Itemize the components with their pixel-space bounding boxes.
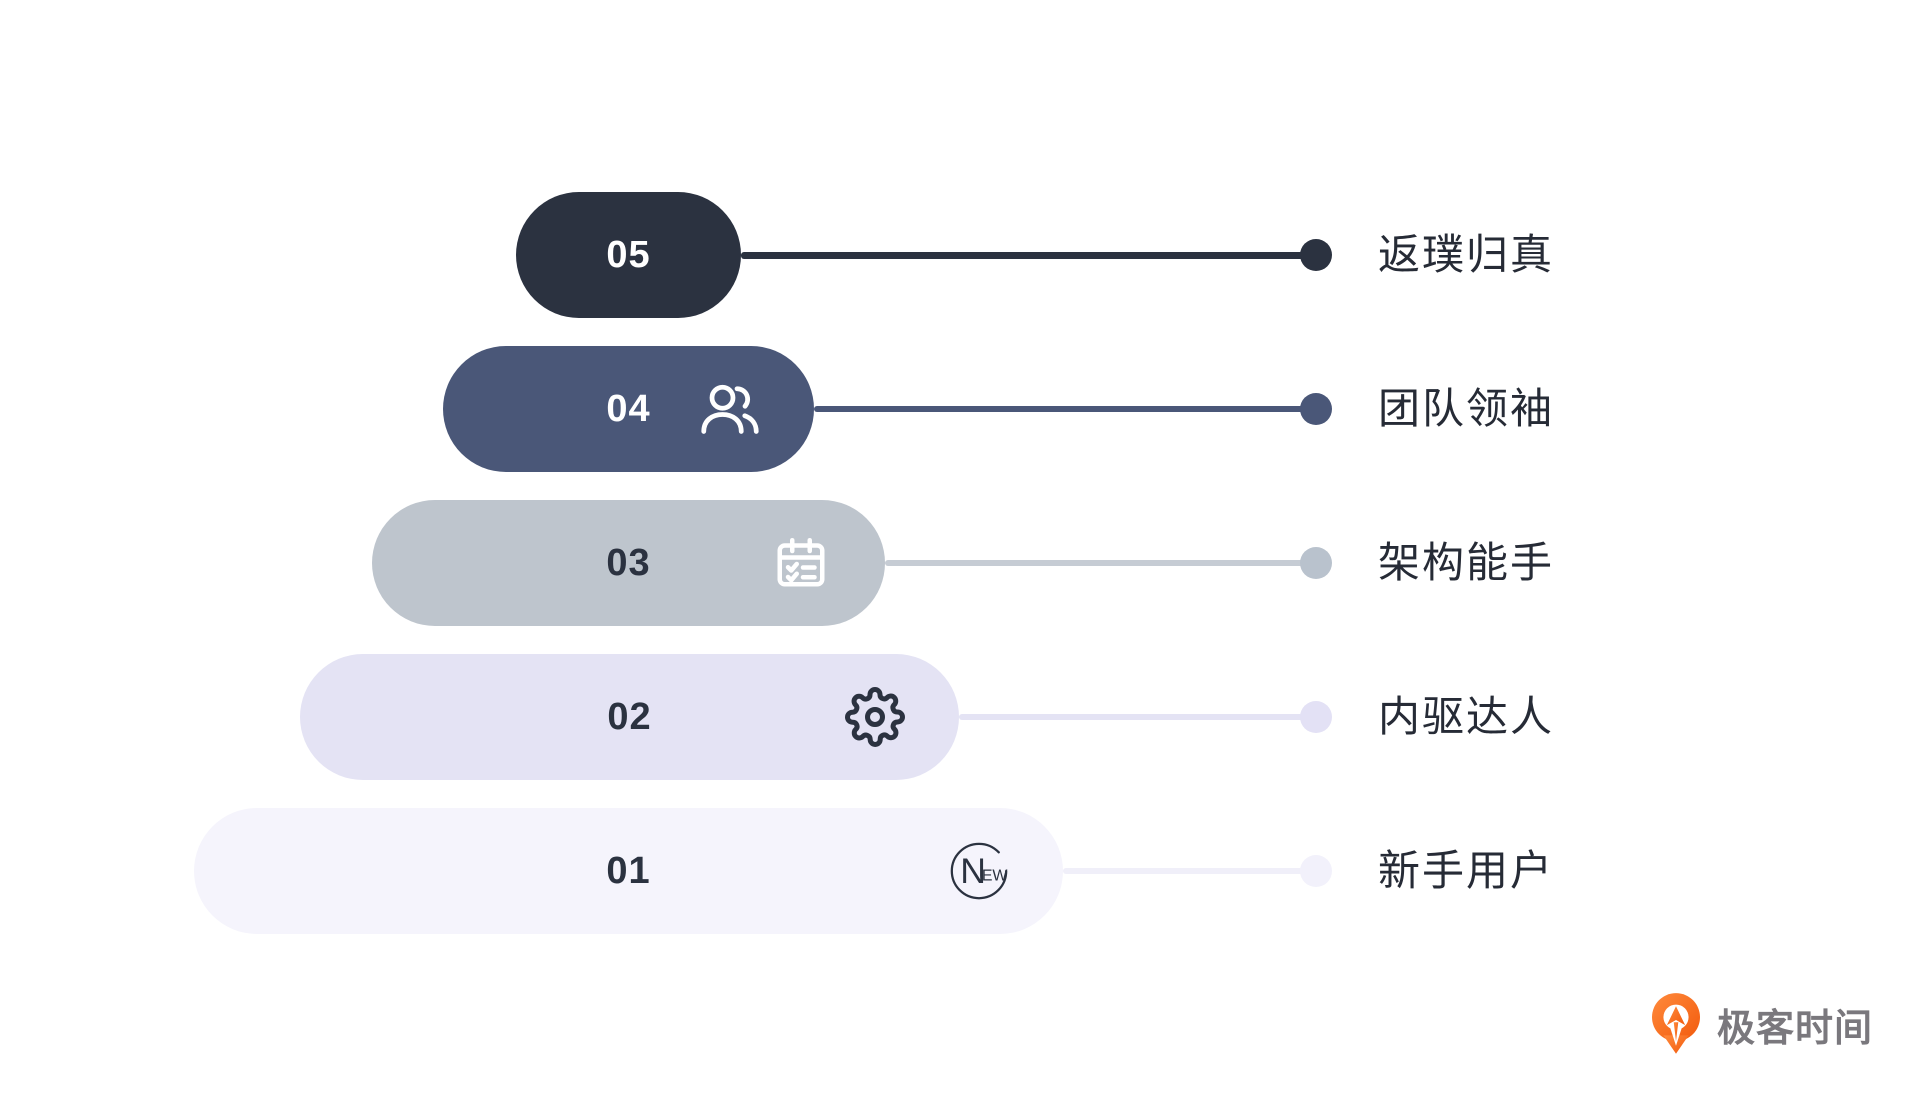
- level-number: 04: [606, 388, 651, 430]
- level-row-01: 01 N EW 新手用户: [0, 808, 1920, 934]
- level-label: 返璞归真: [1378, 231, 1555, 278]
- level-pill-04: 04: [443, 346, 814, 472]
- level-pill-03: 03: [372, 500, 885, 626]
- level-pill-01: 01 N EW: [194, 808, 1063, 934]
- level-row-03: 03 架构能手: [0, 500, 1920, 626]
- users-icon: [701, 384, 759, 434]
- level-label: 团队领袖: [1378, 385, 1555, 432]
- connector-dot: [1300, 239, 1332, 271]
- geektime-logo-text: 极客时间: [1717, 1007, 1874, 1050]
- svg-text:EW: EW: [982, 867, 1008, 884]
- geektime-logo: 极客时间: [1648, 992, 1873, 1056]
- connector-line: [1063, 868, 1310, 874]
- level-label: 新手用户: [1378, 847, 1555, 894]
- connector-dot: [1300, 701, 1332, 733]
- geektime-logo-icon: [1652, 993, 1700, 1054]
- connector-dot: [1300, 547, 1332, 579]
- connector-line: [959, 714, 1310, 720]
- new-badge-icon: N EW: [950, 842, 1008, 900]
- connector-dot: [1300, 393, 1332, 425]
- gear-icon: [845, 687, 905, 747]
- level-number: 02: [607, 696, 652, 738]
- level-pill-05: 05: [516, 192, 741, 318]
- level-number: 03: [606, 542, 651, 584]
- connector-line: [741, 251, 1310, 259]
- level-label: 架构能手: [1378, 539, 1555, 586]
- level-label: 内驱达人: [1378, 693, 1555, 740]
- connector-line: [885, 560, 1310, 566]
- connector-dot: [1300, 855, 1332, 887]
- connector-line: [814, 406, 1310, 412]
- level-row-02: 02 内驱达人: [0, 654, 1920, 780]
- level-number: 05: [606, 234, 651, 276]
- level-row-04: 04 团队领袖: [0, 346, 1920, 472]
- checklist-icon: [777, 538, 825, 587]
- svg-text:N: N: [960, 851, 986, 891]
- level-number: 01: [606, 850, 651, 892]
- level-pill-02: 02: [300, 654, 959, 780]
- level-row-05: 05 返璞归真: [0, 192, 1920, 318]
